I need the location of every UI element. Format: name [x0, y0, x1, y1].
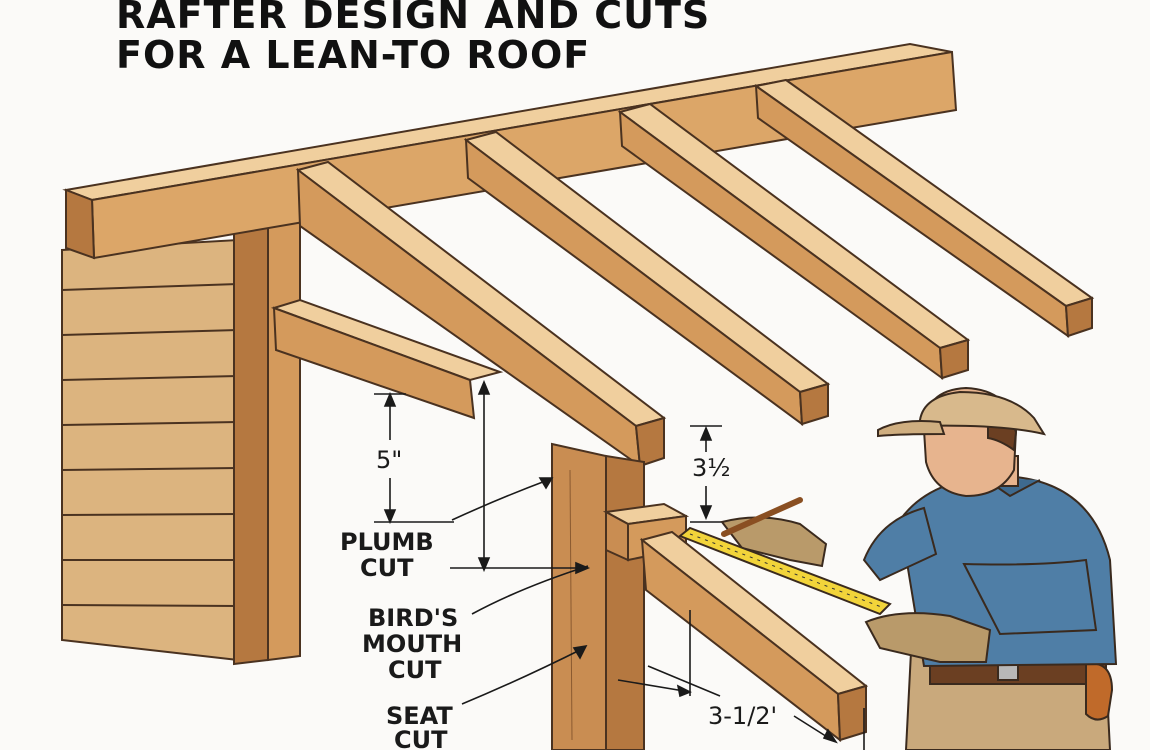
glove-right	[864, 612, 992, 663]
glove-left	[720, 516, 828, 568]
dimension-lines	[374, 379, 865, 750]
birds-mouth-label-line-2: MOUTH	[362, 630, 463, 658]
plumb-cut-label-line-2: CUT	[360, 554, 414, 582]
tape-measure	[678, 526, 892, 616]
dimension-label-3half-bottom: 3-1/2'	[708, 702, 778, 730]
shirt-sleeve-left	[862, 506, 938, 582]
dimension-label-5in: 5"	[376, 446, 403, 474]
cap	[919, 390, 1047, 436]
page-title-line-1: RAFTER DESIGN AND CUTS	[116, 0, 711, 37]
plumb-cut-label-line-1: PLUMB	[340, 528, 434, 556]
worker	[678, 386, 1118, 750]
rafter-4	[753, 78, 1095, 339]
lower-rafter	[639, 530, 869, 743]
tool-pouch	[1085, 662, 1114, 721]
rafter-3	[617, 102, 971, 381]
seat-cut-label-line-2: CUT	[394, 726, 448, 750]
pencil	[721, 497, 803, 537]
wall-post	[233, 218, 301, 666]
birds-mouth-label-line-1: BIRD'S	[368, 604, 459, 632]
rafter-2	[463, 130, 831, 427]
horizontal-brace	[270, 298, 504, 420]
seat-cut-label-line-1: SEAT	[386, 702, 453, 730]
page-title-line-2: FOR A LEAN-TO ROOF	[116, 33, 591, 77]
birds-mouth-label-line-3: CUT	[388, 656, 442, 684]
dimension-label-3half-top: 3½	[692, 454, 731, 482]
front-rafter	[295, 160, 667, 469]
belt-buckle	[997, 663, 1019, 681]
wall-siding	[61, 238, 239, 662]
shirt-sleeve-right	[962, 558, 1098, 636]
center-post	[551, 442, 645, 750]
